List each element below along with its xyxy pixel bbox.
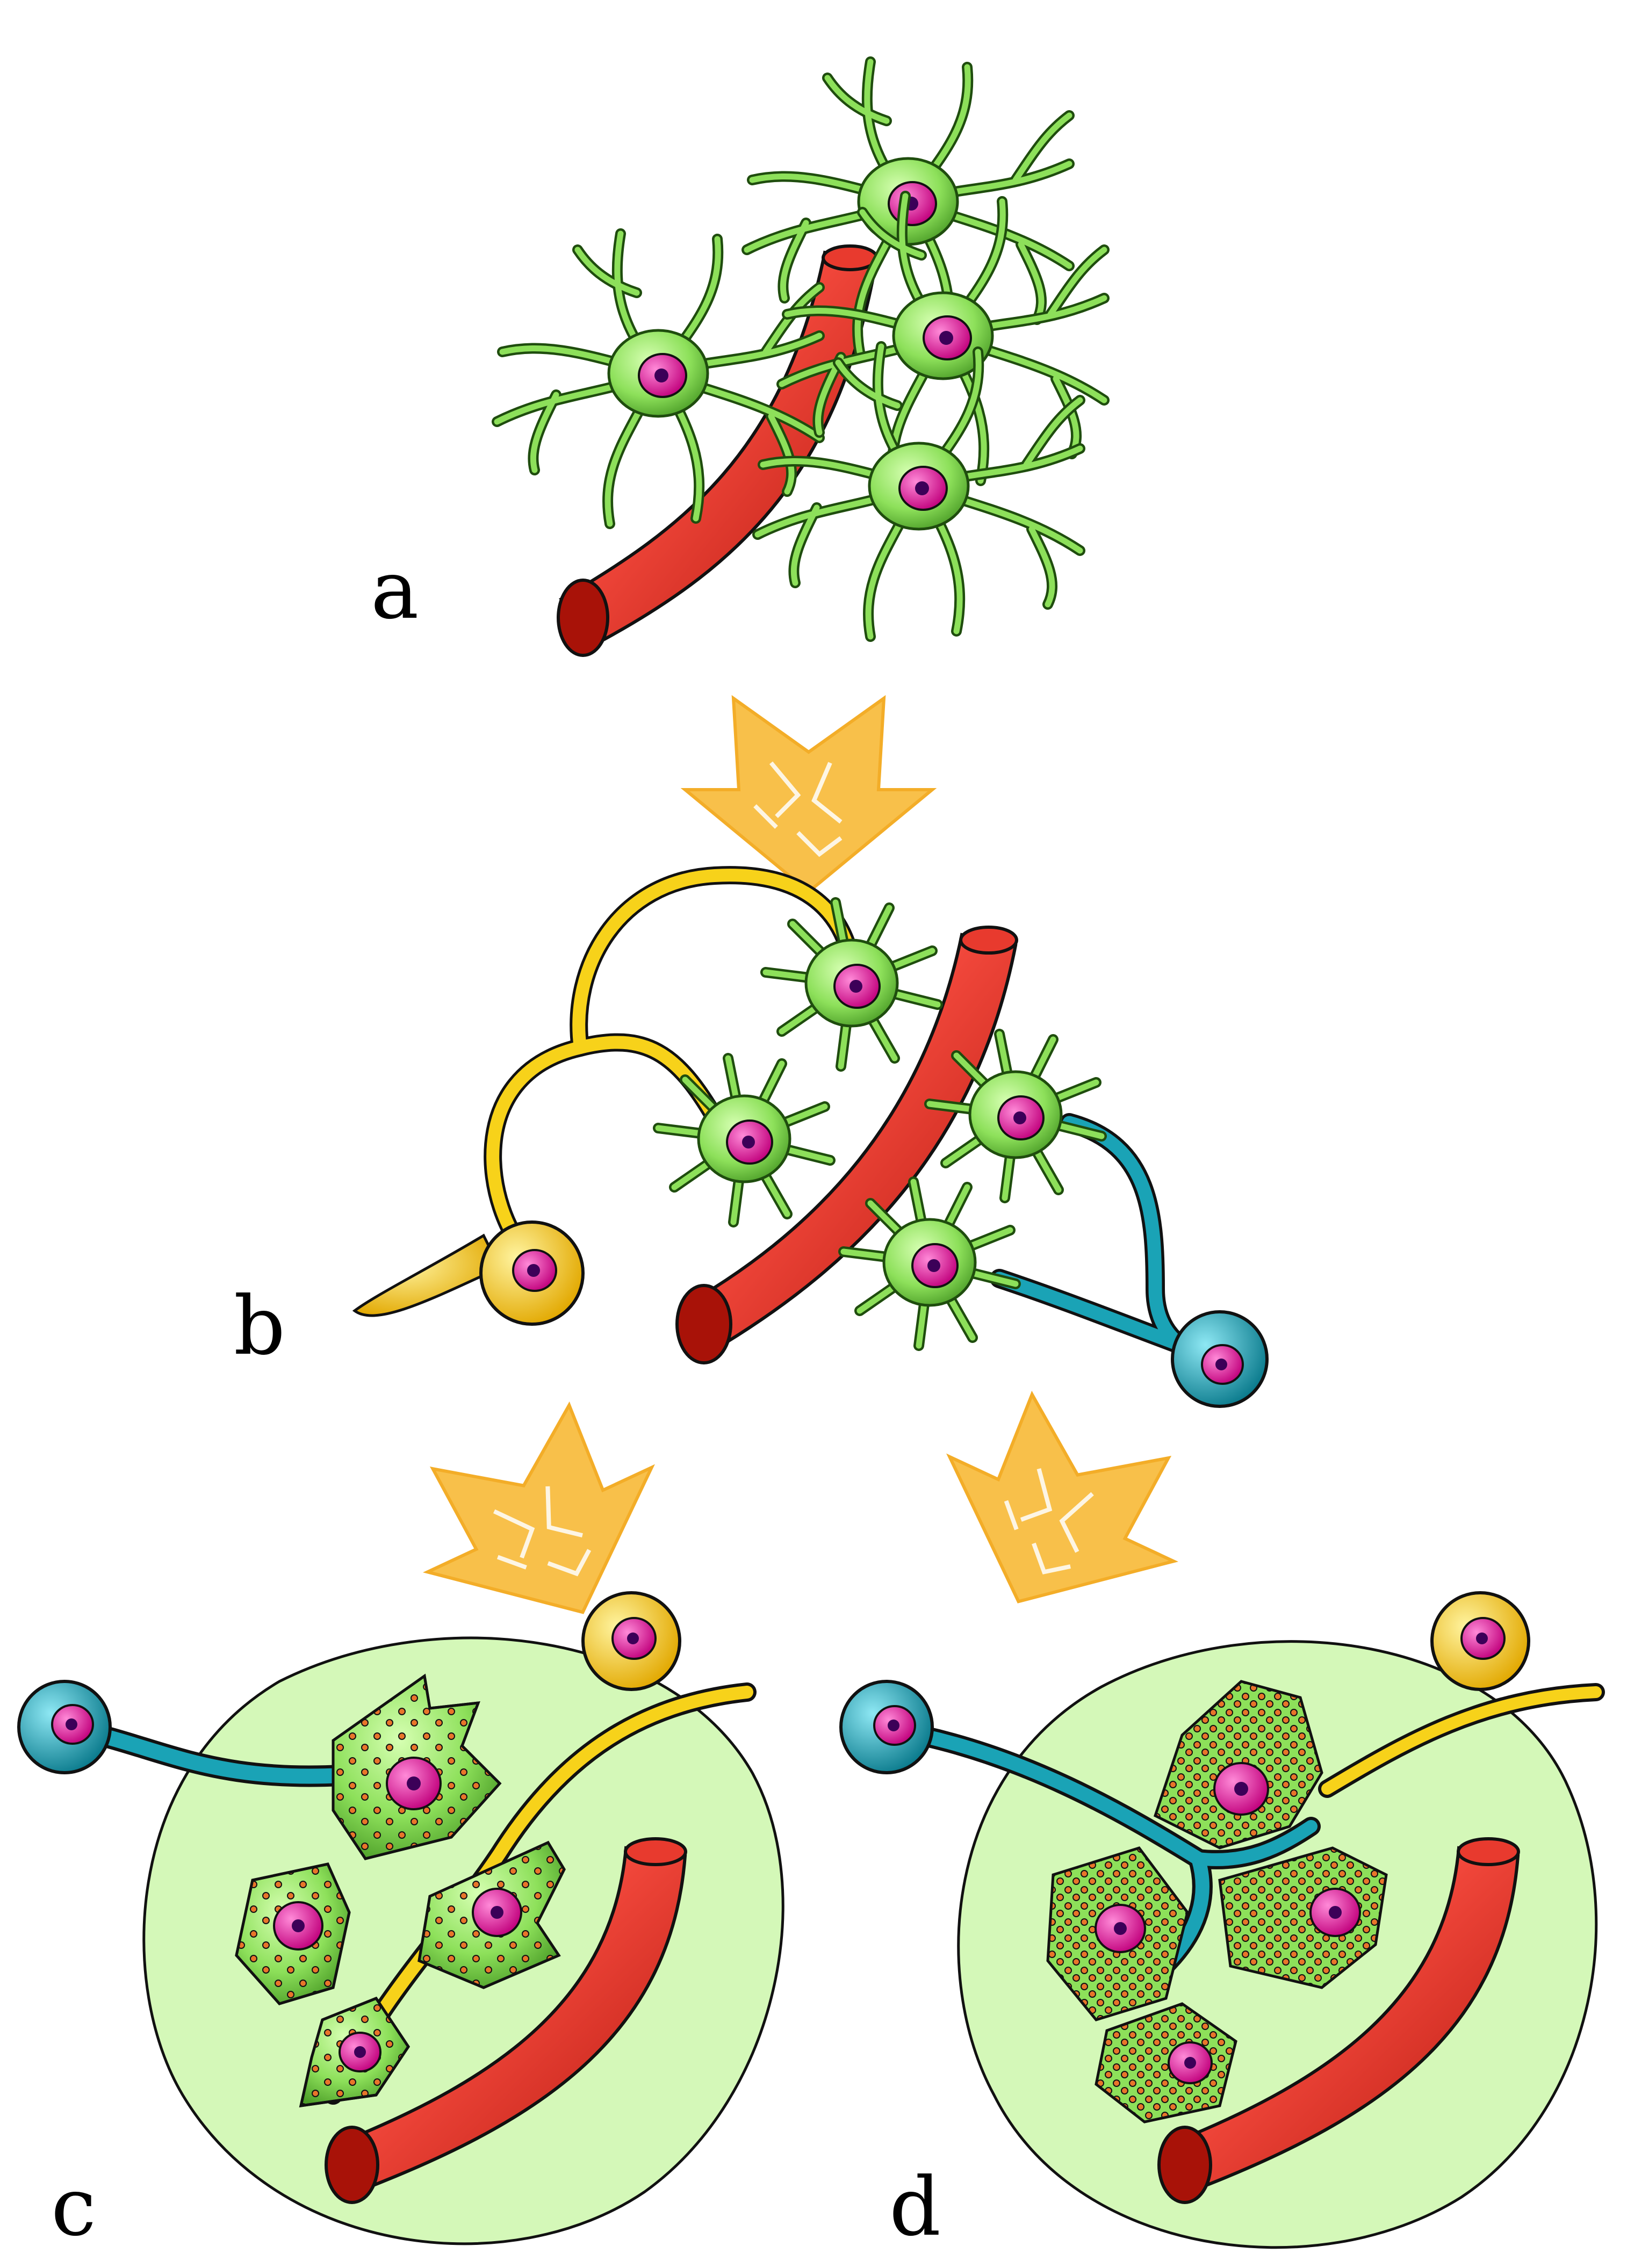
panel-c: c: [17, 1591, 784, 2254]
panel-label-a: a: [371, 544, 419, 637]
panel-b: b: [234, 866, 1269, 1408]
panel-d: d: [839, 1591, 1605, 2254]
neuron-yellow-b: [352, 866, 858, 1326]
neuron-teal-c: [17, 1680, 387, 1787]
neuron-yellow-d: [1318, 1591, 1605, 1798]
blood-vessel-c: [325, 1837, 687, 2204]
nuclei-c: [273, 1757, 522, 2072]
panel-label-c: c: [51, 2161, 96, 2254]
transition-arrow-icon: [906, 1374, 1212, 1654]
panel-a: a: [371, 62, 1104, 657]
neuron-teal-d: [839, 1680, 1321, 1998]
blood-vessel-b: [675, 926, 1018, 1364]
microglia-b2: [658, 1058, 830, 1222]
blood-vessel-d: [1157, 1837, 1520, 2204]
neuron-teal-b: [990, 1113, 1269, 1408]
microglia-b1: [766, 902, 938, 1066]
transition-arrow-icon: [685, 698, 932, 892]
neuron-yellow-c: [323, 1591, 757, 2105]
panel-label-d: d: [889, 2161, 941, 2254]
nuclei-d: [1095, 1762, 1361, 2084]
panel-label-b: b: [234, 1280, 285, 1373]
microglia-b4: [844, 1182, 1016, 1346]
